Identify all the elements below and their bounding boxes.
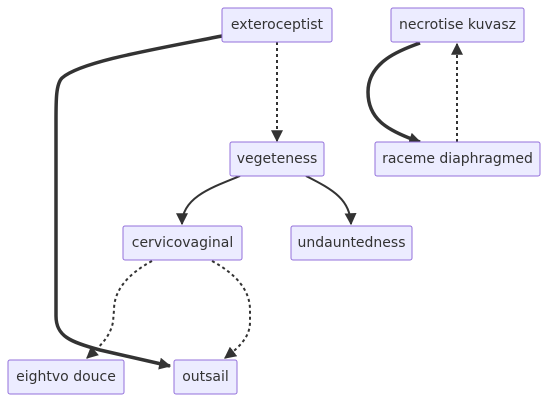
edges (54, 34, 463, 370)
node-label: necrotise kuvasz (399, 17, 516, 33)
node-undauntedness: undauntedness (290, 225, 413, 261)
node-outsail: outsail (173, 359, 238, 395)
node-label: vegeteness (237, 151, 318, 167)
node-cervicovaginal: cervicovaginal (122, 225, 243, 261)
edge-vegeteness-to-cervicovaginal (176, 175, 241, 226)
node-label: raceme diaphragmed (382, 151, 533, 167)
edge-vegeteness-to-undauntedness (305, 175, 357, 226)
edge-necrotise-to-raceme (366, 41, 422, 145)
node-raceme-diaphragmed: raceme diaphragmed (374, 141, 541, 177)
edge-cervicovaginal-to-eightvo (86, 260, 153, 359)
node-label: cervicovaginal (132, 235, 234, 251)
node-label: exteroceptist (231, 17, 324, 33)
edge-cervicovaginal-to-outsail (211, 260, 251, 359)
node-exteroceptist: exteroceptist (221, 7, 333, 43)
node-label: undauntedness (297, 235, 405, 251)
node-vegeteness: vegeteness (229, 141, 325, 177)
nodes: exteroceptist necrotise kuvasz vegetenes… (7, 7, 541, 395)
node-label: eightvo douce (16, 369, 116, 385)
node-label: outsail (182, 369, 229, 385)
node-eightvo-douce: eightvo douce (7, 359, 125, 395)
node-necrotise-kuvasz: necrotise kuvasz (390, 7, 525, 43)
edge-exteroceptist-to-outsail (54, 34, 223, 370)
